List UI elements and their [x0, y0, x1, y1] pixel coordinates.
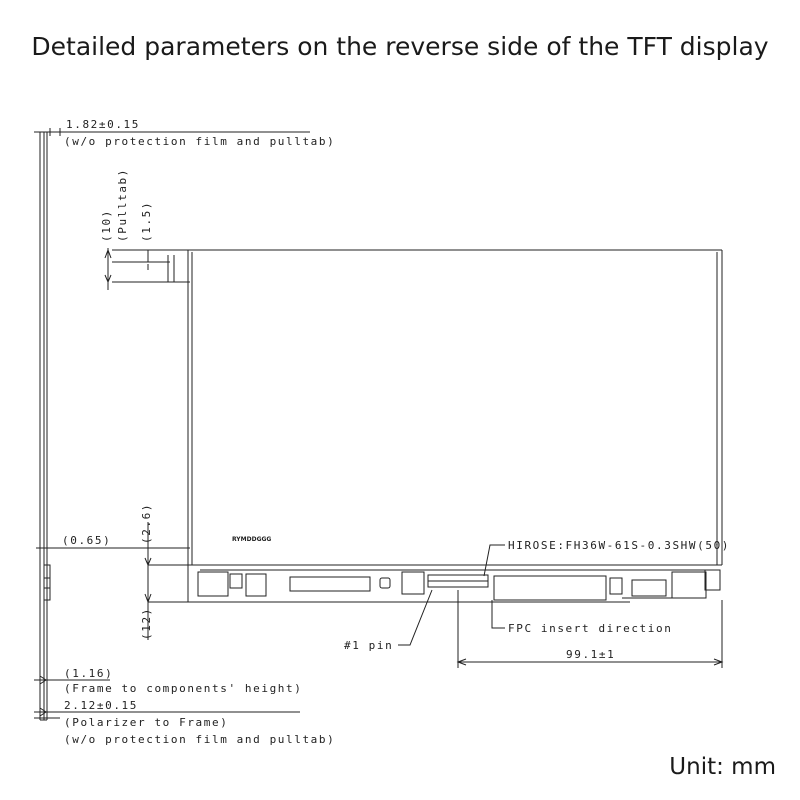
thickness-total-label: 1.82±0.15 [66, 118, 140, 131]
unit-label: Unit: mm [669, 754, 776, 780]
dim-bottom-left [34, 675, 300, 719]
panel-outline [187, 249, 723, 603]
pin-leader [398, 589, 433, 646]
connector-leader [483, 544, 505, 577]
components-height-note: (Frame to components' height) [64, 682, 302, 695]
pulltab-ten-label: (10) [100, 209, 113, 242]
connector-offset-label: (2.6) [140, 503, 153, 544]
pin1-label: #1 pin [344, 639, 393, 652]
width-dim-label: 99.1±1 [566, 648, 615, 661]
dim-pulltab [104, 248, 190, 290]
frame-gap-label: (0.65) [62, 534, 111, 547]
polarizer-frame-label: 2.12±0.15 [64, 699, 138, 712]
pulltab-label: (Pulltab) [116, 168, 129, 242]
component-area [197, 569, 721, 601]
diagram-title: Detailed parameters on the reverse side … [31, 32, 769, 61]
side-profile [39, 131, 51, 721]
bottom-offset-label: (12) [140, 607, 153, 640]
thickness-note-label: (w/o protection film and pulltab) [64, 135, 335, 148]
fpc-direction-label: FPC insert direction [508, 622, 672, 635]
connector-label: HIROSE:FH36W-61S-0.3SHW(50) [508, 539, 730, 552]
polarizer-frame-note1: (Polarizer to Frame) [64, 716, 228, 729]
pulltab-one-five-label: (1.5) [140, 201, 153, 242]
dim-thickness [34, 128, 310, 136]
components-height-label: (1.16) [64, 667, 113, 680]
polarizer-frame-note2: (w/o protection film and pulltab) [64, 733, 335, 746]
panel-marking: RYMDDGGG [232, 536, 271, 543]
dim-frame-gap [36, 522, 190, 640]
dim-width [456, 590, 724, 668]
fpc-leader [491, 600, 505, 629]
